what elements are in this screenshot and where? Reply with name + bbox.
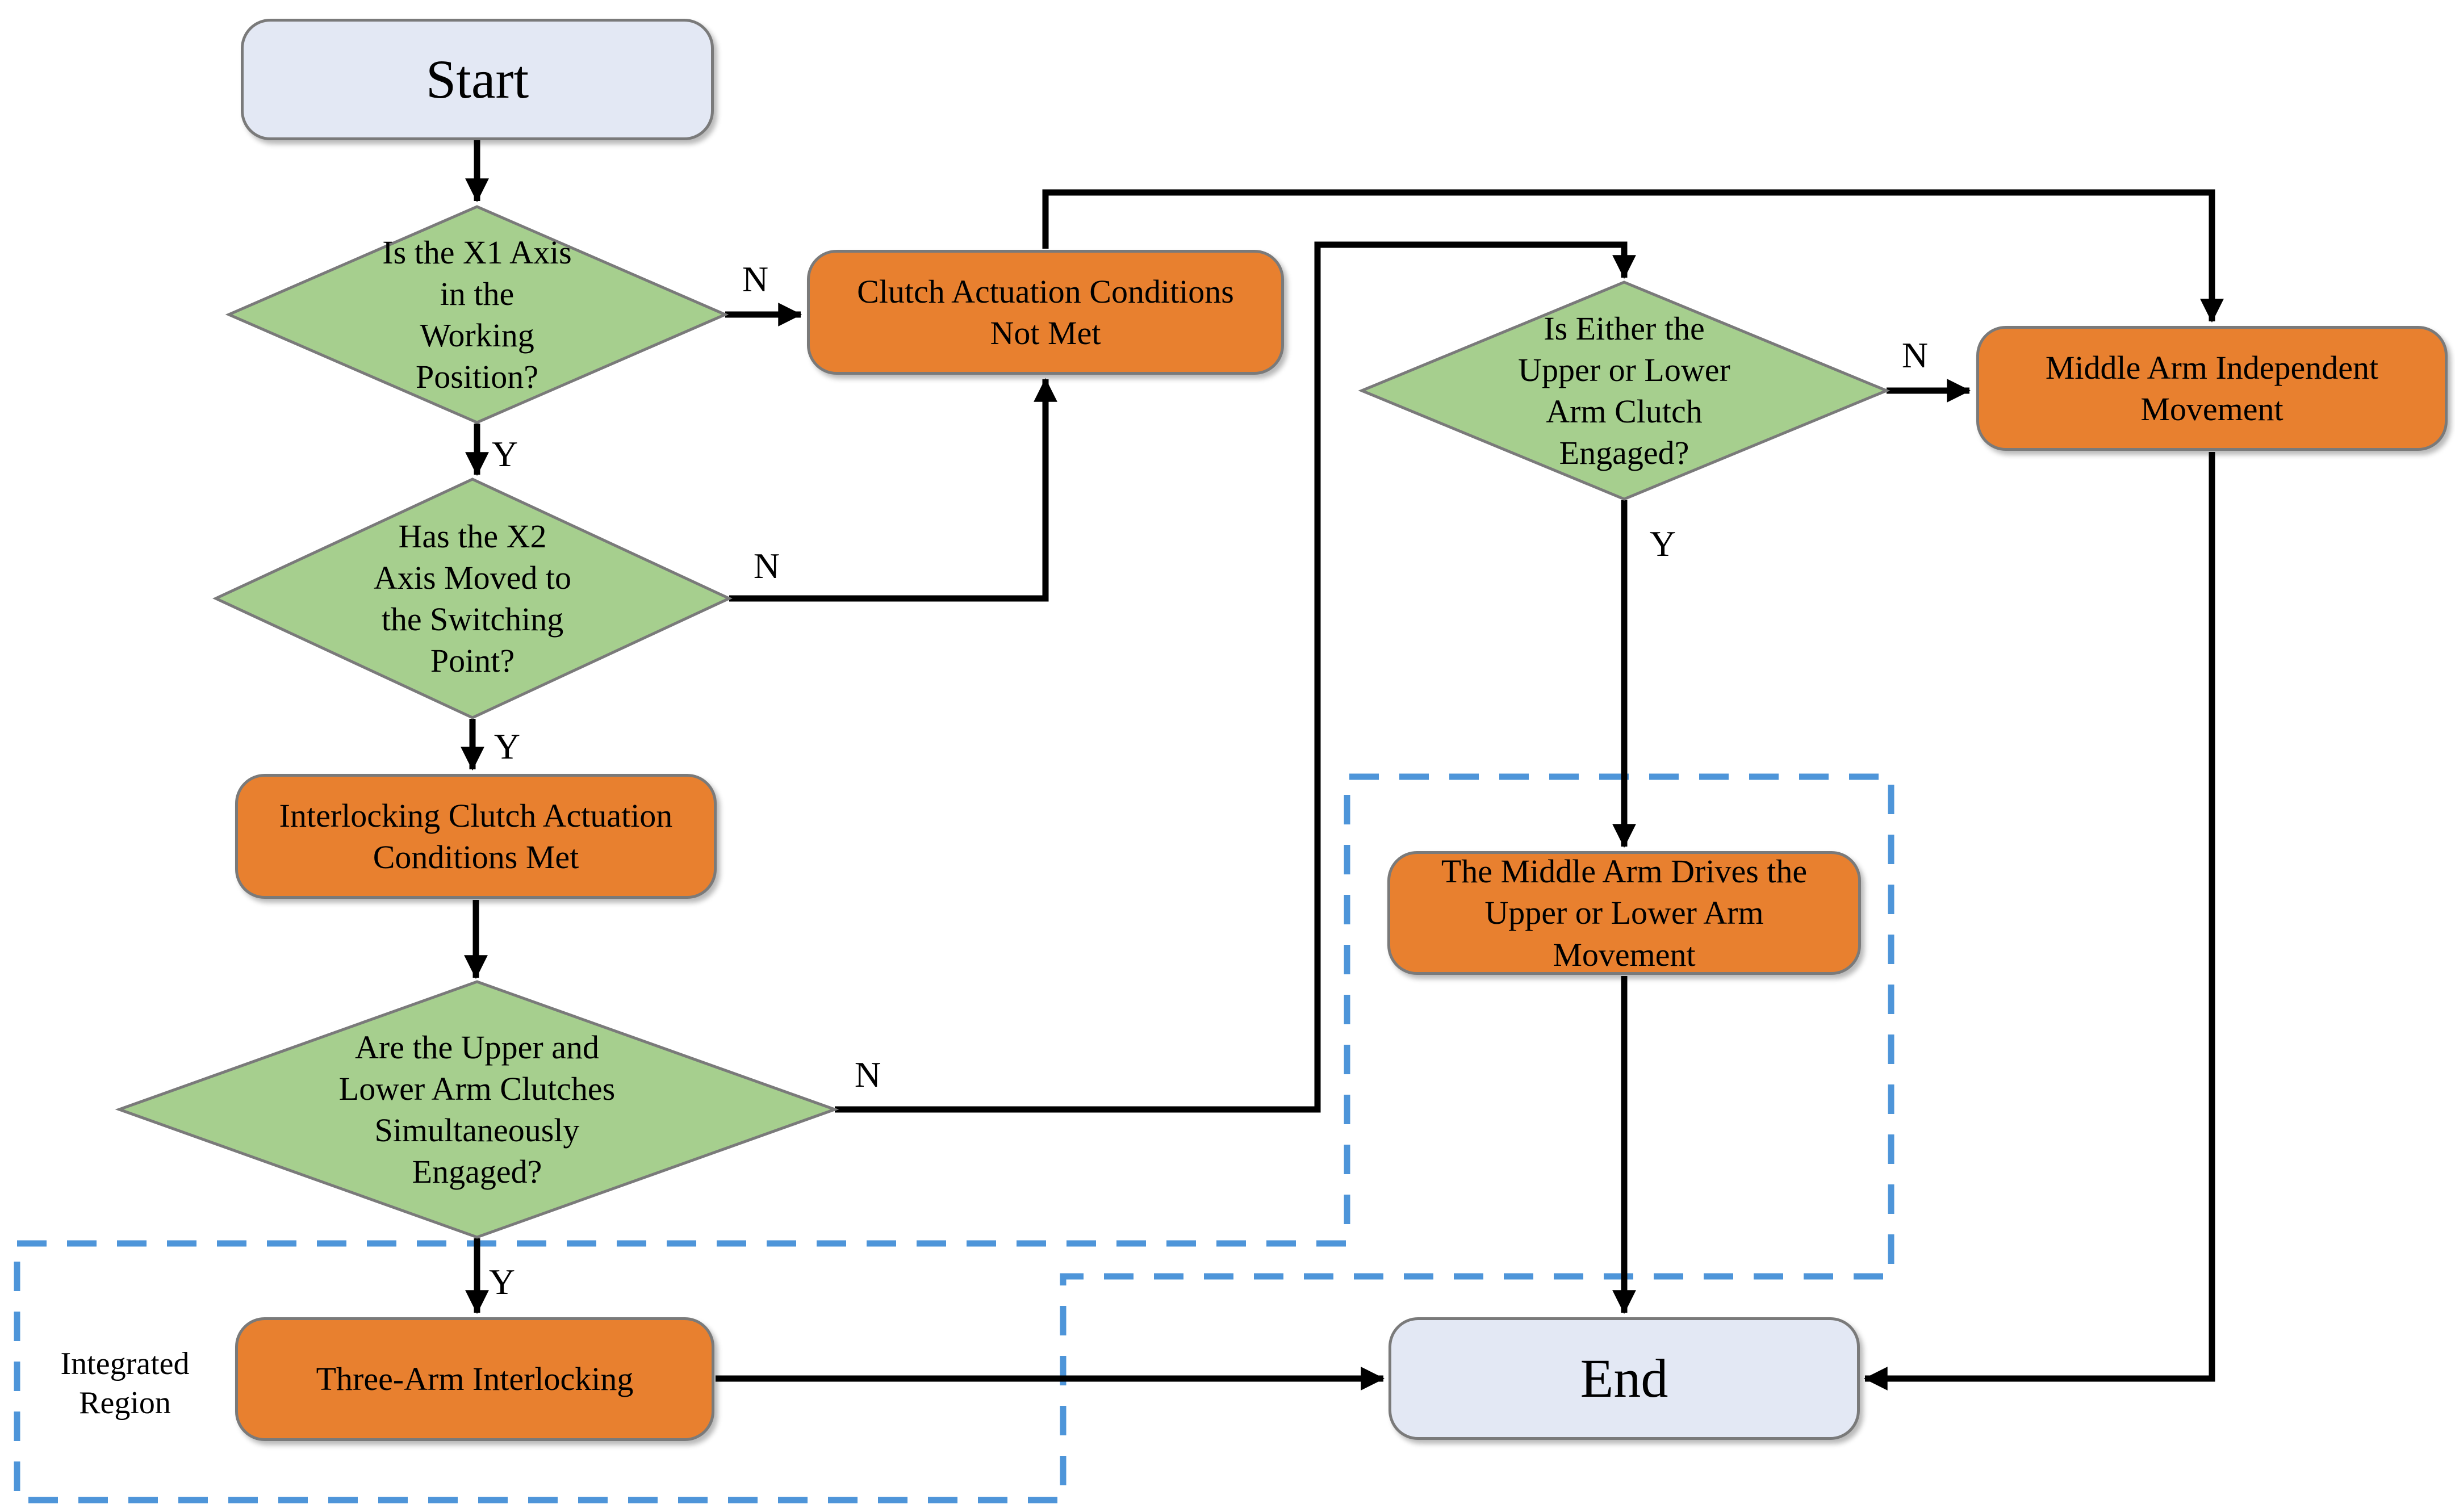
label-d4-yes: Y (1649, 523, 1676, 564)
node-mid-drives: The Middle Arm Drives the Upper or Lower… (1387, 851, 1861, 975)
decision-either-engaged-shape (1358, 280, 1891, 501)
label-d2-yes: Y (493, 726, 521, 767)
node-mid-drives-label: The Middle Arm Drives the Upper or Lower… (1441, 853, 1808, 973)
edge-clutch-to-midindep (1042, 189, 2224, 323)
edge-d3-no-to-d4 (835, 241, 1636, 1113)
label-d2-no: N (753, 546, 780, 586)
node-three-arm: Three-Arm Interlocking (235, 1317, 714, 1441)
node-clutch-not-met-label: Clutch Actuation Conditions Not Met (857, 273, 1234, 351)
decision-both-engaged-shape (115, 980, 839, 1239)
decision-either-engaged-label: Is Either the Upper or Lower Arm Clutch … (1518, 309, 1730, 472)
decision-x2-switching-shape (212, 478, 733, 719)
node-end: End (1388, 1317, 1860, 1440)
node-interlocking-met-label: Interlocking Clutch Actuation Conditions… (279, 797, 673, 876)
label-d1-no: N (742, 259, 769, 299)
label-d3-no: N (854, 1054, 881, 1095)
decision-x1-working-shape (225, 205, 729, 424)
node-three-arm-label: Three-Arm Interlocking (316, 1360, 634, 1398)
integrated-region-label: Integrated Region (60, 1346, 190, 1421)
label-d4-no: N (1901, 335, 1929, 375)
label-d1-yes: Y (491, 434, 518, 474)
node-start: Start (241, 19, 714, 140)
node-clutch-not-met: Clutch Actuation Conditions Not Met (807, 250, 1284, 375)
node-mid-indep-label: Middle Arm Independent Movement (2045, 349, 2379, 428)
decision-x2-switching-label: Has the X2 Axis Moved to the Switching P… (374, 517, 571, 680)
node-interlocking-met: Interlocking Clutch Actuation Conditions… (235, 774, 717, 899)
decision-both-engaged-label: Are the Upper and Lower Arm Clutches Sim… (338, 1028, 616, 1191)
edge-d2-no-to-clutch (729, 378, 1057, 602)
node-start-label: Start (425, 48, 529, 110)
label-d3-yes: Y (488, 1262, 516, 1302)
node-end-label: End (1580, 1347, 1668, 1409)
node-mid-indep: Middle Arm Independent Movement (1976, 326, 2448, 451)
decision-x1-working-label: Is the X1 Axis in the Working Position? (382, 233, 572, 396)
edge-midindep-to-end (1863, 452, 2215, 1390)
